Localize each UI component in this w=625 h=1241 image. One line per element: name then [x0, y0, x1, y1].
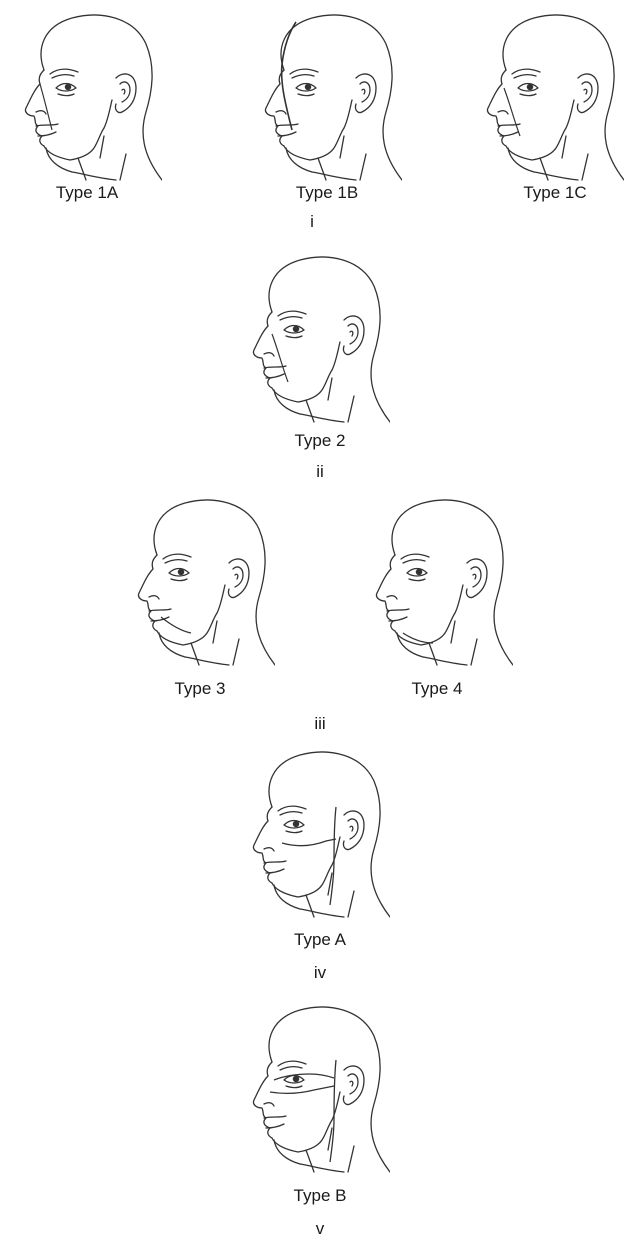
nerve-branch [270, 1086, 334, 1093]
head-illustration-type-2 [240, 250, 390, 428]
nerve-branch [272, 334, 288, 382]
label-type-4: Type 4 [411, 679, 462, 699]
head-illustration-type-1b [252, 8, 402, 186]
head-illustration-type-a [240, 745, 390, 923]
panel-label-ii: ii [316, 462, 324, 482]
panel-label-iv: iv [314, 963, 326, 983]
nerve-branch [161, 617, 191, 633]
head-illustration-type-3 [125, 493, 275, 671]
nerve-branch [282, 22, 296, 130]
label-type-2: Type 2 [294, 431, 345, 451]
head-illustration-type-b [240, 1000, 390, 1178]
head-illustration-type-1a [12, 8, 162, 186]
label-type-3: Type 3 [174, 679, 225, 699]
label-type-a: Type A [294, 930, 346, 950]
head-illustration-type-4 [363, 493, 513, 671]
panel-label-i: i [310, 212, 314, 232]
label-type-1c: Type 1C [523, 183, 586, 203]
label-type-1b: Type 1B [296, 183, 358, 203]
panel-label-iii: iii [314, 714, 325, 734]
head-illustration-type-1c [474, 8, 624, 186]
label-type-b: Type B [294, 1186, 347, 1206]
label-type-1a: Type 1A [56, 183, 118, 203]
nerve-branch [282, 839, 336, 846]
panel-label-v: v [316, 1219, 325, 1239]
nerve-branch [40, 84, 52, 130]
